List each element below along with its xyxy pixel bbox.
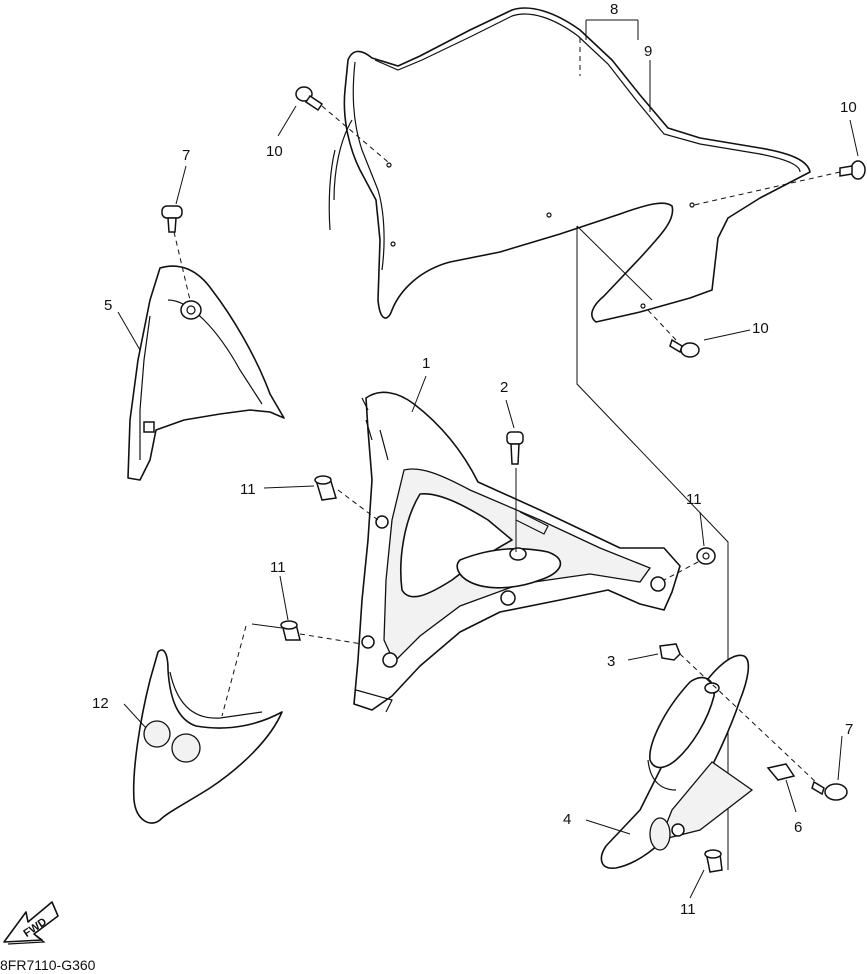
callout-10-right: 10 bbox=[840, 99, 857, 116]
fwd-arrow-icon: FWD bbox=[3, 901, 59, 945]
leader-lines bbox=[117, 19, 859, 899]
screw-2-icon[interactable] bbox=[506, 431, 524, 465]
left-inner-panel[interactable] bbox=[127, 265, 285, 481]
lower-left-panel[interactable] bbox=[132, 649, 283, 824]
grommet-11-b-icon[interactable] bbox=[280, 620, 301, 641]
callout-11-c: 11 bbox=[686, 491, 702, 508]
callout-1: 1 bbox=[422, 355, 430, 372]
nut-3-icon[interactable] bbox=[659, 643, 681, 661]
callout-labels: 1 2 3 4 5 6 7 7 8 9 10 10 10 11 11 11 11… bbox=[92, 1, 857, 918]
callout-9: 9 bbox=[644, 43, 652, 60]
callout-4: 4 bbox=[563, 811, 571, 828]
diagram-code: 8FR7110-G360 bbox=[0, 957, 96, 973]
windshield[interactable] bbox=[328, 7, 811, 323]
callout-3: 3 bbox=[607, 653, 615, 670]
callout-7-top: 7 bbox=[182, 147, 190, 164]
screw-10-right-icon[interactable] bbox=[839, 160, 866, 180]
grommet-11-c-icon[interactable] bbox=[696, 547, 716, 565]
callout-10-lower: 10 bbox=[752, 320, 769, 337]
right-lower-panel[interactable] bbox=[600, 654, 754, 869]
hardware bbox=[161, 86, 866, 873]
bolt-7-right-icon[interactable] bbox=[811, 780, 848, 801]
callout-2: 2 bbox=[500, 379, 508, 396]
clip-6-icon[interactable] bbox=[766, 763, 796, 781]
grommet-11-a-icon[interactable] bbox=[314, 475, 337, 501]
screw-10-lower-icon[interactable] bbox=[669, 338, 700, 358]
front-cowling[interactable] bbox=[353, 391, 681, 713]
callout-6: 6 bbox=[794, 819, 802, 836]
callout-5: 5 bbox=[104, 297, 112, 314]
bolt-7-top-icon[interactable] bbox=[161, 205, 183, 233]
callout-10-top: 10 bbox=[266, 143, 283, 160]
callout-8: 8 bbox=[610, 1, 618, 18]
callout-11-d: 11 bbox=[680, 901, 696, 918]
callout-12: 12 bbox=[92, 695, 109, 712]
callout-11-b: 11 bbox=[270, 559, 286, 576]
screw-10-top-icon[interactable] bbox=[295, 86, 324, 112]
callout-11-a: 11 bbox=[240, 481, 256, 498]
grommet-11-d-icon[interactable] bbox=[704, 849, 723, 873]
callout-7-right: 7 bbox=[845, 721, 853, 738]
